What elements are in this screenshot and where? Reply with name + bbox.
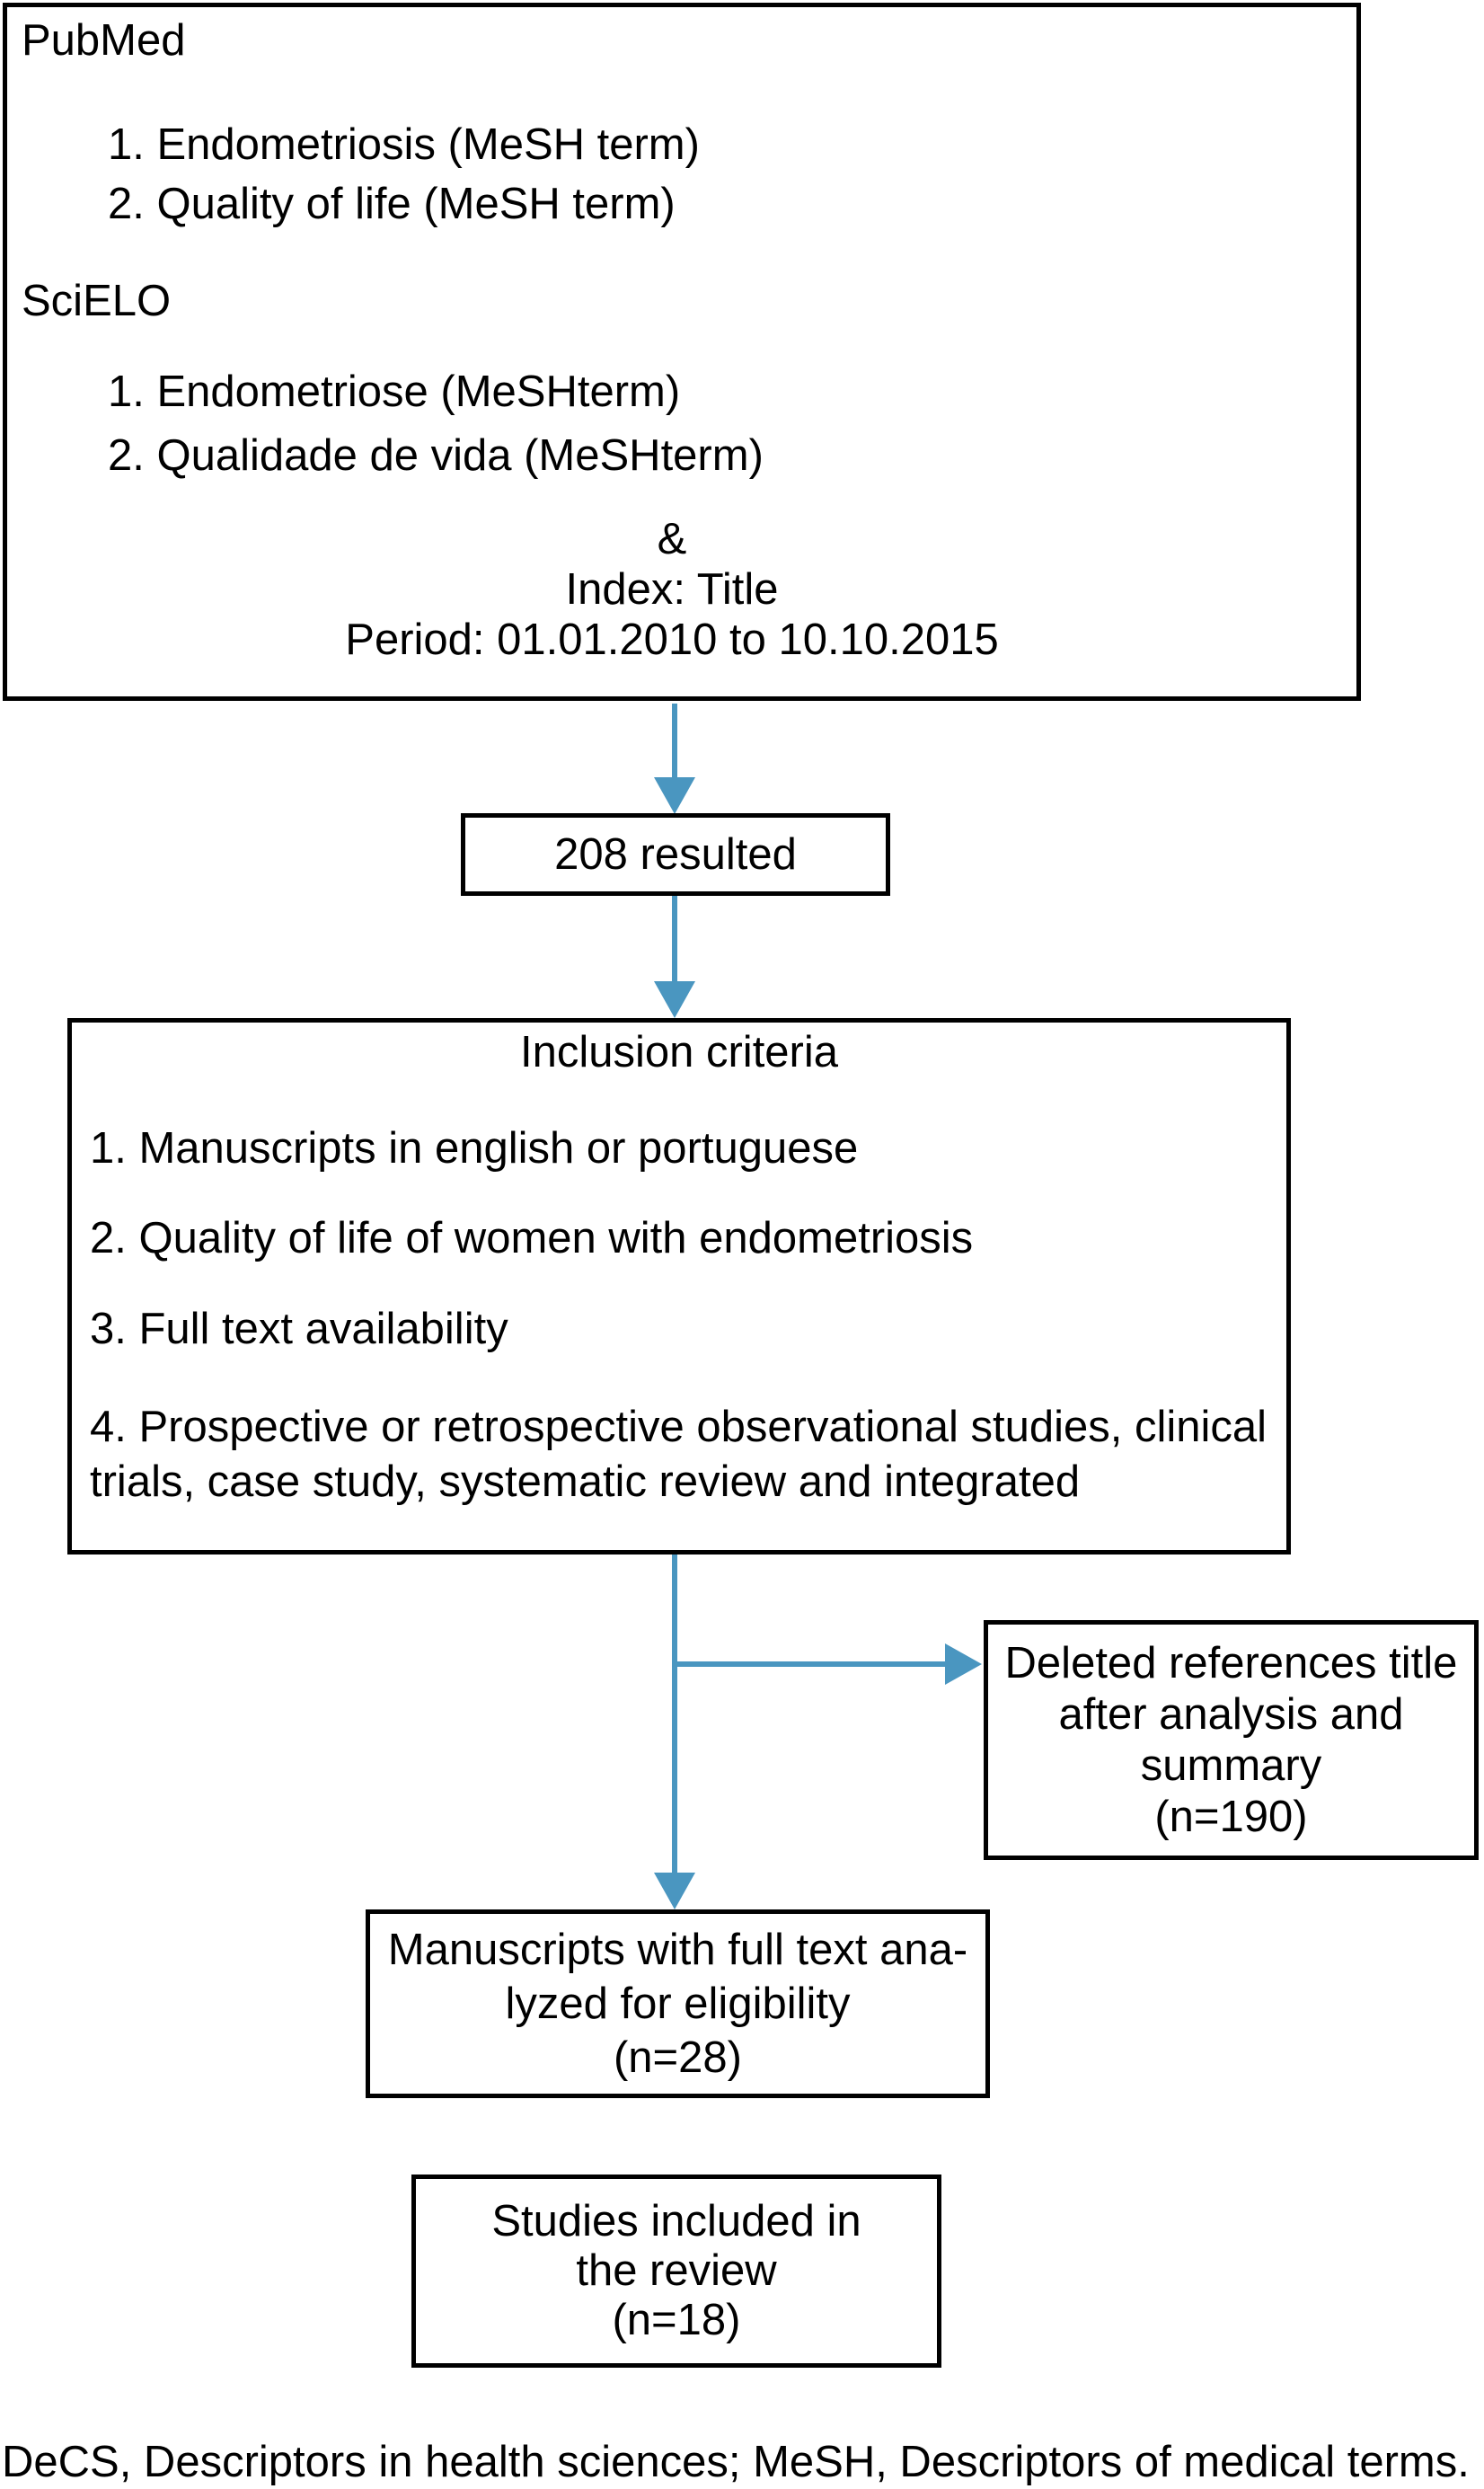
fulltext-analyzed-box: Manuscripts with full text ana- lyzed fo… bbox=[366, 1909, 990, 2098]
fulltext-analyzed-line-2: lyzed for eligibility bbox=[505, 1980, 851, 2028]
arrow-line bbox=[675, 1661, 946, 1667]
period-line: Period: 01.01.2010 to 10.10.2015 bbox=[345, 616, 999, 664]
index-line: Index: Title bbox=[565, 565, 779, 614]
records-found-box: 208 resulted bbox=[461, 813, 890, 896]
pubmed-item-2: 2. Quality of life (MeSH term) bbox=[108, 180, 676, 228]
arrow-line bbox=[672, 704, 677, 780]
inclusion-item-3: 3. Full text availability bbox=[90, 1305, 508, 1353]
deleted-references-line-2: after analysis and bbox=[1058, 1689, 1404, 1739]
included-studies-line-1: Studies included in bbox=[491, 2197, 861, 2245]
arrow-line bbox=[672, 1555, 677, 1873]
fulltext-analyzed-count: (n=28) bbox=[613, 2033, 742, 2082]
included-studies-line-2: the review bbox=[576, 2246, 777, 2295]
records-found-label: 208 resulted bbox=[554, 830, 797, 879]
deleted-references-box: Deleted references title after analysis … bbox=[984, 1620, 1479, 1860]
fulltext-analyzed-line-1: Manuscripts with full text ana- bbox=[387, 1926, 968, 1974]
scielo-heading: SciELO bbox=[22, 277, 172, 325]
deleted-references-line-3: summary bbox=[1140, 1741, 1322, 1790]
search-strategy-box bbox=[3, 3, 1361, 701]
included-studies-count: (n=18) bbox=[612, 2296, 741, 2344]
included-studies-box: Studies included in the review (n=18) bbox=[411, 2175, 941, 2368]
scielo-item-2: 2. Qualidade de vida (MeSHterm) bbox=[108, 431, 764, 480]
inclusion-item-2: 2. Quality of life of women with endomet… bbox=[90, 1214, 974, 1262]
arrow-head-icon bbox=[654, 777, 695, 814]
inclusion-criteria-box bbox=[67, 1018, 1291, 1555]
arrow-head-icon bbox=[945, 1643, 982, 1685]
inclusion-item-4: 4. Prospective or retrospective observat… bbox=[90, 1403, 1268, 1506]
scielo-item-1: 1. Endometriose (MeSHterm) bbox=[108, 368, 681, 416]
pubmed-heading: PubMed bbox=[22, 16, 186, 65]
arrow-head-icon bbox=[654, 1873, 695, 1909]
inclusion-item-1: 1. Manuscripts in english or portuguese bbox=[90, 1124, 859, 1173]
deleted-references-count: (n=190) bbox=[1154, 1792, 1308, 1841]
footer-note: DeCS, Descriptors in health sciences; Me… bbox=[2, 2438, 1470, 2486]
ampersand-line: & bbox=[657, 515, 687, 563]
deleted-references-line-1: Deleted references title bbox=[1004, 1638, 1458, 1687]
arrow-line bbox=[672, 896, 677, 982]
pubmed-item-1: 1. Endometriosis (MeSH term) bbox=[108, 120, 700, 169]
inclusion-criteria-title: Inclusion criteria bbox=[519, 1028, 839, 1076]
arrow-head-icon bbox=[654, 981, 695, 1018]
